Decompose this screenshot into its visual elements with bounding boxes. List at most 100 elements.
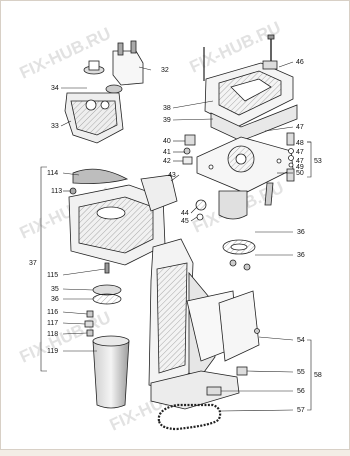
- leader-line: [172, 100, 214, 109]
- valve-ring: [105, 84, 123, 94]
- valve-bracket: [112, 50, 144, 86]
- leader-line: [172, 118, 214, 121]
- leader-line: [258, 336, 294, 341]
- callout-label: 42: [163, 158, 171, 165]
- callout-label: 118: [47, 331, 58, 338]
- callout-label: 47: [296, 158, 304, 165]
- leader-line: [170, 174, 180, 182]
- frame-tower-lattice: [156, 262, 188, 374]
- small-pin: [286, 132, 295, 146]
- motor-housing-assembly: [203, 34, 298, 142]
- callout-label: 44: [181, 210, 189, 217]
- bracket-56: [206, 386, 222, 396]
- callout-label: 38: [163, 105, 171, 112]
- plate-hole: [276, 158, 282, 164]
- callout-label: 57: [297, 407, 305, 414]
- callout-label: 33: [51, 123, 59, 130]
- plate-gear-hub: [235, 153, 247, 165]
- valve-body-detail: [70, 100, 118, 136]
- leader-line: [62, 322, 86, 325]
- callout-label: 47: [296, 149, 304, 156]
- callout-label: 43: [168, 172, 176, 179]
- callout-label: 37: [29, 260, 37, 267]
- callout-label: 50: [296, 170, 304, 177]
- callout-labels: 32 34 33 46 38 39 47 40 41 42 48 47 47 4…: [29, 59, 322, 414]
- leader-line: [62, 172, 80, 176]
- cylinder-119: [92, 336, 130, 409]
- small-washer: [288, 155, 294, 161]
- valve-port: [85, 99, 97, 111]
- housing-base: [210, 104, 298, 142]
- leader-line: [190, 216, 198, 222]
- housing-clip: [262, 60, 278, 70]
- bolt-head: [267, 34, 275, 40]
- brew-unit-screw: [104, 262, 110, 274]
- valve-port: [100, 100, 110, 110]
- leader-line: [220, 409, 294, 412]
- plate-hole: [208, 164, 214, 170]
- callout-label: 34: [51, 85, 59, 92]
- callout-label: 41: [163, 149, 171, 156]
- small-nut: [183, 147, 191, 155]
- callout-label: 40: [163, 138, 171, 145]
- leader-lines: [40, 61, 312, 412]
- filter-ring-group: [92, 239, 256, 305]
- callout-label: 36: [297, 252, 305, 259]
- small-pin: [286, 168, 295, 182]
- small-clip: [182, 156, 193, 165]
- callout-label: 113: [51, 188, 62, 195]
- fitting-117: [84, 320, 94, 328]
- small-washer: [288, 162, 294, 168]
- filter-mesh-hub: [230, 243, 248, 251]
- small-gear: [195, 199, 207, 211]
- callout-label: 47: [296, 124, 304, 131]
- callout-label: 114: [47, 170, 58, 177]
- valve-screw: [130, 40, 137, 54]
- brew-unit-assembly: [68, 168, 178, 274]
- leader-line: [138, 66, 152, 71]
- fitting-116: [86, 310, 94, 318]
- brew-chamber: [96, 206, 126, 220]
- callout-label: 35: [51, 286, 59, 293]
- callout-label: 39: [163, 117, 171, 124]
- small-bracket: [184, 134, 196, 146]
- callout-label: 115: [47, 272, 58, 279]
- callout-label: 36: [51, 296, 59, 303]
- callout-label: 46: [296, 59, 304, 66]
- leader-line: [278, 61, 294, 68]
- bracket-53: [307, 141, 312, 178]
- cover-plate: [218, 290, 260, 362]
- cover-screw: [254, 328, 260, 334]
- small-screw: [243, 263, 251, 271]
- callout-label: 55: [297, 369, 305, 376]
- callout-label: 32: [161, 67, 169, 74]
- frame-base: [150, 370, 240, 410]
- callout-label: 54: [297, 337, 305, 344]
- small-washer: [288, 148, 294, 154]
- callout-label: 48: [296, 140, 304, 147]
- leader-line: [62, 268, 106, 276]
- leader-line: [190, 206, 198, 214]
- leader-line: [62, 332, 88, 335]
- valve-cap-top: [88, 60, 100, 71]
- callout-label: 45: [181, 218, 189, 225]
- leader-line: [62, 311, 88, 315]
- bracket-37: [40, 166, 47, 372]
- leader-line: [246, 370, 294, 373]
- leader-line: [62, 288, 94, 291]
- small-spacer: [196, 213, 204, 221]
- cylinder-top: [92, 335, 130, 347]
- small-screw: [229, 259, 237, 267]
- fitting-118: [86, 329, 94, 337]
- drive-belt: [157, 403, 222, 431]
- brew-unit-lid: [72, 168, 129, 184]
- frame-tower: [148, 238, 240, 410]
- leader-line: [264, 126, 294, 132]
- callout-label: 36: [297, 229, 305, 236]
- callout-label: 56: [297, 388, 305, 395]
- callout-label: 119: [47, 348, 58, 355]
- callout-label: 53: [314, 158, 322, 165]
- housing-opening: [230, 78, 272, 102]
